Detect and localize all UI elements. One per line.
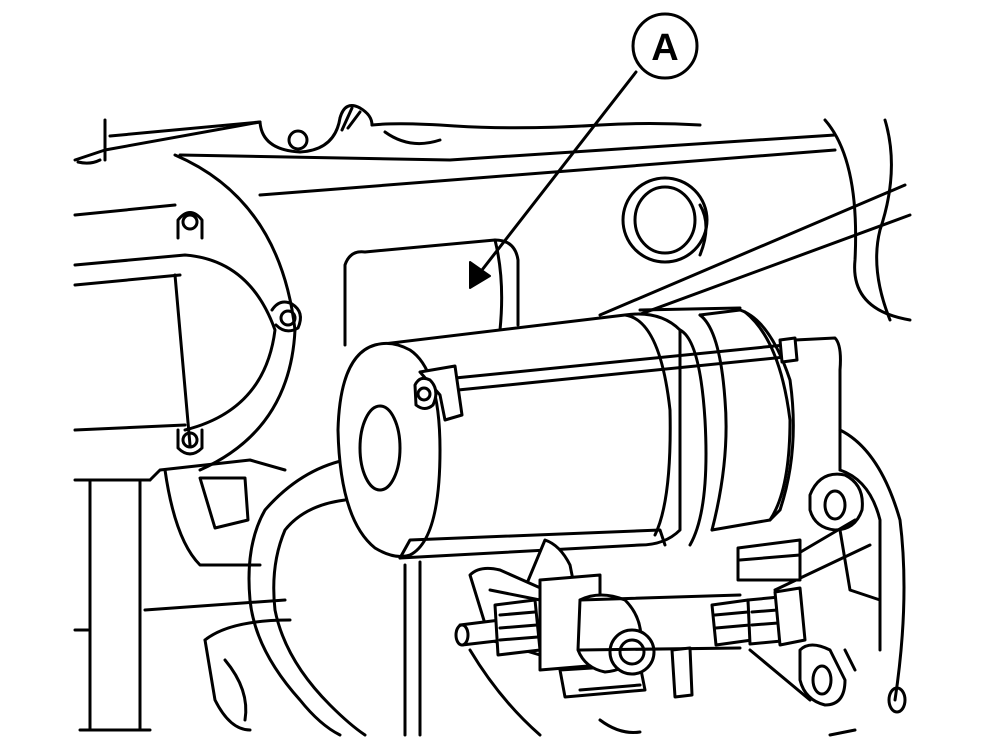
right-mount-bracket: [736, 336, 907, 737]
callout-circle: [631, 12, 699, 80]
engine-block: [73, 104, 912, 737]
solenoid-assembly: [454, 538, 807, 699]
starter-motor: [336, 306, 799, 737]
leader-arrowhead: [469, 261, 491, 289]
mounting-pocket: [343, 238, 520, 347]
battery-cable: [247, 458, 367, 737]
callout-a: A: [469, 12, 699, 289]
callout-label: A: [651, 27, 678, 69]
diagonal-brace: [598, 183, 912, 320]
